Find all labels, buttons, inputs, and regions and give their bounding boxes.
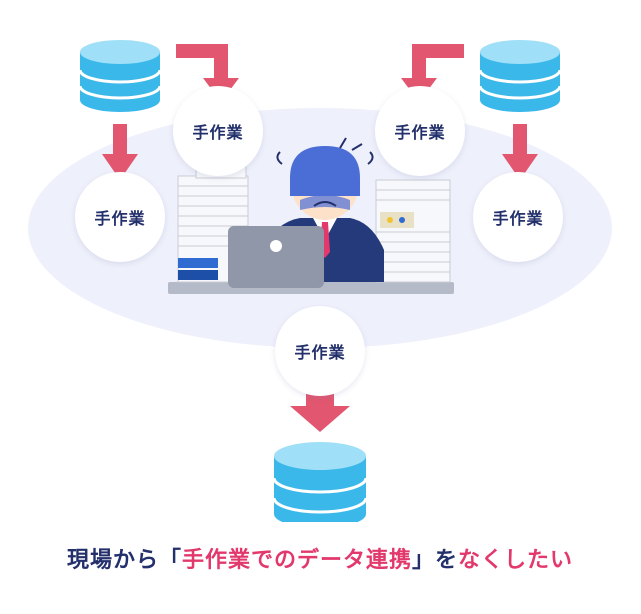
caption-part-3: 」を — [412, 548, 459, 573]
caption-part-2: 手作業でのデータ連携 — [181, 548, 412, 573]
database-icon-top-right — [478, 40, 562, 112]
manual-work-label-center: 手作業 — [275, 306, 365, 396]
caption-part-4: なくしたい — [458, 548, 574, 573]
caption-part-1: 現場から「 — [66, 548, 182, 573]
arrow-down-right — [502, 124, 538, 180]
paper-stack-right — [375, 179, 451, 283]
caption: 現場から「手作業でのデータ連携」をなくしたい — [10, 522, 630, 594]
database-icon-top-left — [78, 40, 162, 112]
manual-work-label-left: 手作業 — [75, 172, 165, 262]
arrow-down-bottom — [290, 392, 350, 432]
manual-work-label-upper-right: 手作業 — [375, 86, 465, 176]
manual-work-label-upper-left: 手作業 — [173, 86, 263, 176]
arrow-down-left — [102, 124, 138, 180]
database-icon-bottom — [272, 442, 368, 528]
laptop-icon — [228, 226, 324, 288]
manual-work-label-right: 手作業 — [473, 172, 563, 262]
